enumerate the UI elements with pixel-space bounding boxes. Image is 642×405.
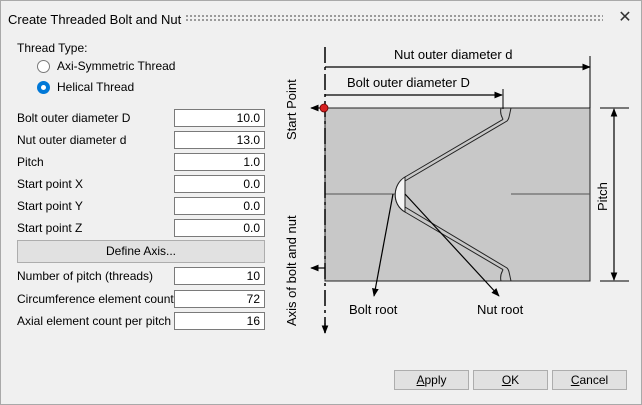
number-of-pitch-input[interactable]: 10	[174, 267, 265, 285]
apply-label: pply	[424, 373, 447, 387]
bolt-root-curve	[394, 176, 406, 213]
thread-type-label: Thread Type:	[17, 41, 88, 55]
start-point-caption: Start Point	[284, 79, 299, 140]
start-point-y-label: Start point Y	[17, 199, 83, 213]
ok-button[interactable]: OK	[473, 370, 548, 390]
radio-label: Axi-Symmetric Thread	[57, 59, 176, 73]
nut-root-caption: Nut root	[477, 302, 524, 317]
cancel-mnemonic: C	[570, 373, 580, 387]
dialog-title: Create Threaded Bolt and Nut	[8, 12, 182, 27]
axial-element-count-label: Axial element count per pitch	[17, 314, 172, 328]
start-point-z-label: Start point Z	[17, 221, 83, 235]
close-icon[interactable]: ✕	[618, 9, 632, 26]
pitch-input[interactable]: 1.0	[174, 153, 265, 171]
start-point-marker	[319, 103, 329, 113]
apply-mnemonic: A	[416, 373, 425, 387]
circumference-element-count-label: Circumference element count	[17, 292, 174, 306]
number-of-pitch-label: Number of pitch (threads)	[17, 269, 154, 283]
bolt-outer-diameter-caption: Bolt outer diameter D	[347, 75, 470, 90]
pitch-caption: Pitch	[595, 182, 610, 211]
define-axis-button[interactable]: Define Axis...	[17, 240, 265, 263]
nut-outer-diameter-caption: Nut outer diameter d	[394, 47, 513, 62]
bolt-root-arrow-icon	[372, 193, 394, 297]
bolt-root-caption: Bolt root	[349, 302, 398, 317]
radio-button-icon[interactable]	[37, 59, 50, 73]
start-point-x-label: Start point X	[17, 177, 84, 191]
title-bar[interactable]: Create Threaded Bolt and Nut ✕	[1, 1, 641, 35]
apply-button[interactable]: Apply	[394, 370, 469, 390]
nut-outer-diameter-input[interactable]: 13.0	[174, 131, 265, 149]
thread-diagram: Nut outer diameter d Bolt outer diameter…	[284, 47, 629, 334]
nut-outer-diameter-label: Nut outer diameter d	[17, 133, 127, 147]
axis-caption: Axis of bolt and nut	[284, 215, 299, 326]
radio-axi-symmetric-thread[interactable]: Axi-Symmetric Thread	[37, 58, 175, 74]
drag-grip[interactable]	[185, 14, 603, 21]
start-point-x-input[interactable]: 0.0	[174, 175, 265, 193]
start-point-y-input[interactable]: 0.0	[174, 197, 265, 215]
bolt-outer-diameter-label: Bolt outer diameter D	[17, 111, 131, 125]
circumference-element-count-input[interactable]: 72	[174, 290, 265, 308]
cancel-button[interactable]: Cancel	[552, 370, 627, 390]
pitch-label: Pitch	[17, 155, 44, 169]
radio-helical-thread[interactable]: Helical Thread	[37, 79, 134, 95]
bolt-outer-diameter-input[interactable]: 10.0	[174, 109, 265, 127]
axial-element-count-input[interactable]: 16	[174, 312, 265, 330]
nut-root-arrow-icon	[404, 193, 500, 297]
cancel-label: ancel	[579, 373, 609, 387]
radio-label: Helical Thread	[57, 80, 135, 94]
start-point-z-input[interactable]: 0.0	[174, 219, 265, 237]
ok-label: K	[511, 373, 520, 387]
radio-button-selected-icon[interactable]	[37, 80, 50, 94]
ok-mnemonic: O	[501, 373, 512, 387]
